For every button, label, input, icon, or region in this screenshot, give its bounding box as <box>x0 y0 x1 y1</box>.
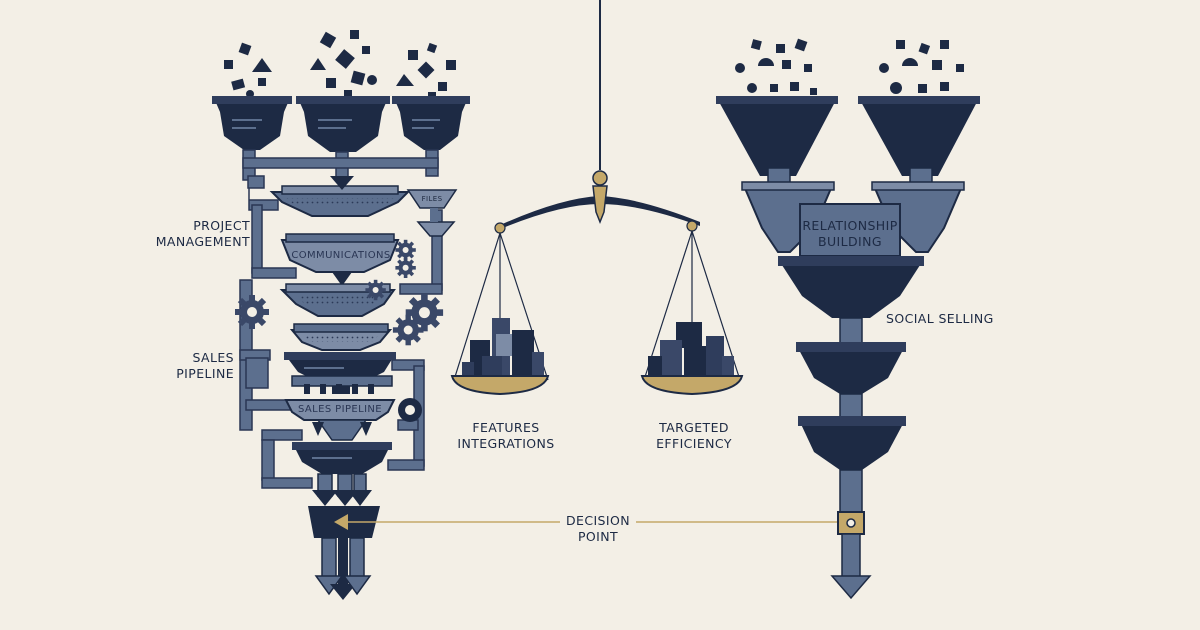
label-efficiency: EFFICIENCY <box>656 435 732 451</box>
label-sales-pipeline-left: SALES PIPELINE <box>150 350 234 381</box>
label-relationship: RELATIONSHIP <box>802 218 898 233</box>
label-project-management: PROJECT MANAGEMENT <box>150 218 250 249</box>
label-sales-pipeline-line2: PIPELINE <box>176 365 234 381</box>
input-pieces-right <box>735 38 964 95</box>
output-arrows-left <box>308 473 380 600</box>
label-building: BUILDING <box>818 233 882 249</box>
pan-left <box>450 318 550 396</box>
label-integrations: INTEGRATIONS <box>457 435 555 451</box>
balance-scale <box>450 0 744 396</box>
top-funnel-right-b <box>860 100 978 176</box>
valve-wheel-icon <box>398 398 422 422</box>
top-hoppers-left <box>212 96 470 152</box>
sales-pipeline-band <box>284 399 396 421</box>
label-sales-pipeline-line1: SALES <box>192 350 234 365</box>
label-decision-point: DECISION POINT <box>566 513 630 544</box>
label-features-integrations: FEATURES INTEGRATIONS <box>457 420 554 451</box>
label-decision: DECISION <box>566 513 630 528</box>
label-targeted-efficiency: TARGETED EFFICIENCY <box>656 420 732 451</box>
label-project-management-line1: PROJECT <box>193 218 250 233</box>
social-selling-funnel <box>780 262 922 318</box>
pan-right <box>640 322 744 396</box>
label-project-management-line2: MANAGEMENT <box>155 233 250 249</box>
label-point: POINT <box>577 528 619 544</box>
label-features: FEATURES <box>472 420 540 435</box>
files-mini-funnel <box>406 189 458 237</box>
complex-funnel-system <box>212 30 470 600</box>
navy-funnel-lower <box>294 446 390 474</box>
simple-funnel-system <box>716 38 980 600</box>
label-targeted: TARGETED <box>659 420 729 435</box>
label-communications: COMMUNICATIONS <box>291 250 391 261</box>
top-funnel-right-a <box>718 100 836 176</box>
label-relationship-building: RELATIONSHIP BUILDING <box>802 218 897 249</box>
input-pieces-left <box>224 30 456 100</box>
label-sales-pipeline-band: SALES PIPELINE <box>297 404 383 415</box>
label-files: FILES <box>421 195 443 203</box>
label-social-selling: SOCIAL SELLING <box>886 311 994 326</box>
communications-funnel <box>280 239 400 273</box>
